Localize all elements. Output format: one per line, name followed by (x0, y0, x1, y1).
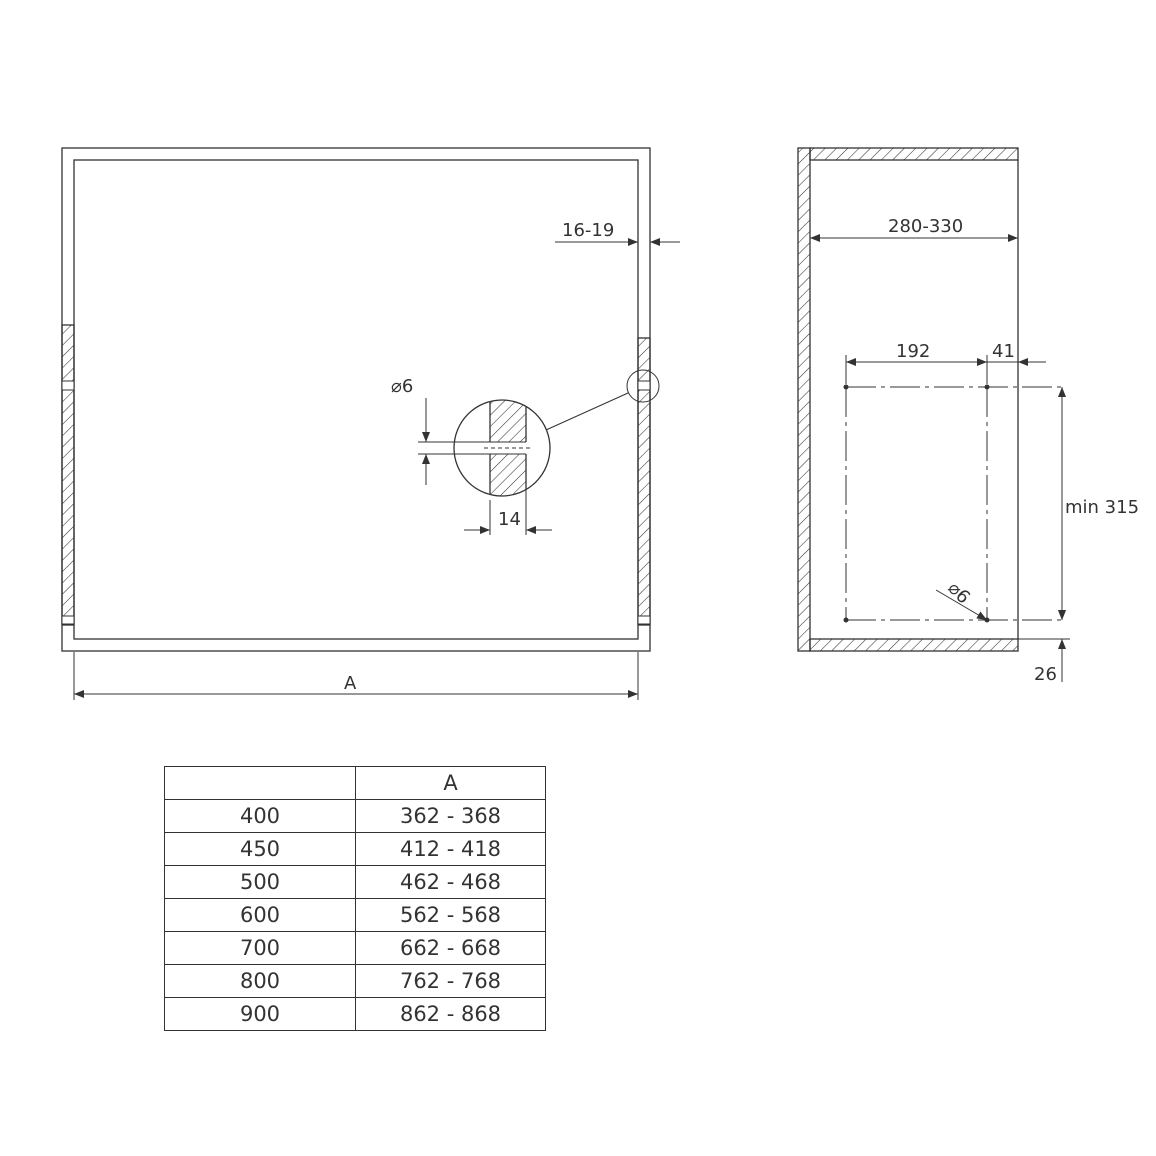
left-panel-slot-lower (61, 615, 75, 625)
dimension-a-cell: 862 - 868 (355, 997, 546, 1031)
table-header-row: A (164, 766, 546, 800)
table-row: 400 362 - 368 (164, 799, 546, 833)
vertical-spacing-dimension: min 315 (1058, 387, 1139, 620)
cabinet-width-cell: 400 (164, 799, 356, 833)
front-view: 16-19 A (61, 147, 680, 700)
depth-dimension-label: 280-330 (888, 216, 963, 237)
table-row: 700 662 - 668 (164, 931, 546, 965)
table-header-cell: A (355, 766, 546, 800)
side-back-panel (797, 147, 811, 652)
table-row: 900 862 - 868 (164, 997, 546, 1031)
hole-spacing-dimension: 192 41 (845, 341, 1046, 384)
side-bottom-panel (809, 638, 1019, 652)
right-panel-slot (637, 380, 651, 391)
cabinet-width-cell: 800 (164, 964, 356, 998)
side-hole-diameter-label: ⌀6 (943, 578, 974, 609)
side-top-panel (809, 147, 1019, 161)
mounting-hole-pattern (843, 384, 1066, 623)
dimension-a-cell: 762 - 768 (355, 964, 546, 998)
left-side-panel (61, 324, 75, 626)
table-row: 500 462 - 468 (164, 865, 546, 899)
bottom-offset-dimension: 26 (1018, 599, 1070, 685)
detail-depth-dimension: 14 (464, 470, 552, 535)
dimension-a-cell: 412 - 418 (355, 832, 546, 866)
front-inner-frame (73, 159, 639, 640)
cabinet-width-cell: 900 (164, 997, 356, 1031)
cabinet-width-cell: 700 (164, 931, 356, 965)
mounting-hole (984, 384, 990, 390)
hole-spacing-h-label: 192 (896, 341, 930, 362)
detail-diameter-dimension: ⌀6 (391, 376, 490, 485)
width-dimension-label: A (344, 673, 357, 694)
dimension-a-cell: 362 - 368 (355, 799, 546, 833)
table-row: 600 562 - 568 (164, 898, 546, 932)
thickness-dimension-label: 16-19 (562, 220, 614, 241)
right-panel-slot-lower (637, 615, 651, 625)
detail-view: ⌀6 14 (391, 376, 552, 535)
dimension-a-cell: 562 - 568 (355, 898, 546, 932)
dimension-a-cell: 662 - 668 (355, 931, 546, 965)
side-view: 280-330 192 41 min 315 (797, 147, 1139, 685)
hole-spacing-v-label: min 315 (1065, 497, 1139, 518)
dimension-a-cell: 462 - 468 (355, 865, 546, 899)
cabinet-width-cell: 600 (164, 898, 356, 932)
width-dimension: A (73, 652, 639, 700)
thickness-dimension: 16-19 (555, 220, 680, 246)
detail-leader-line (545, 392, 629, 431)
left-panel-slot (61, 380, 75, 391)
front-offset-label: 41 (992, 341, 1015, 362)
table-row: 450 412 - 418 (164, 832, 546, 866)
table-row: 800 762 - 768 (164, 964, 546, 998)
bottom-offset-label: 26 (1034, 664, 1057, 685)
side-hole-diameter: ⌀6 (935, 578, 988, 621)
depth-dimension: 280-330 (810, 216, 1018, 242)
cabinet-width-cell: 450 (164, 832, 356, 866)
right-side-panel (637, 337, 651, 626)
detail-circle (453, 399, 551, 497)
cabinet-width-cell: 500 (164, 865, 356, 899)
mounting-hole (843, 617, 849, 623)
detail-diameter-label: ⌀6 (391, 376, 413, 397)
mounting-hole (843, 384, 849, 390)
detail-depth-label: 14 (498, 509, 521, 530)
table-header-cell (164, 766, 356, 800)
size-table: A 400 362 - 368 450 412 - 418 500 462 - … (164, 766, 546, 1031)
detail-callout-circle (626, 369, 660, 403)
